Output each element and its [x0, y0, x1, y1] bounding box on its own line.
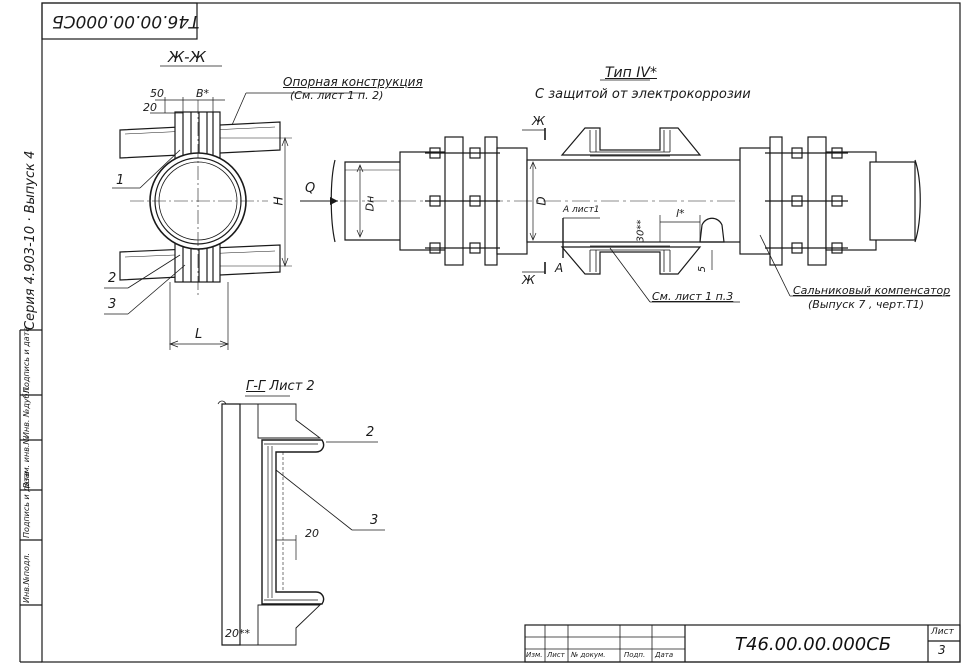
header-code-mirrored: Т46.00.00.000СБ [52, 11, 200, 31]
section-gg-title: Г-Г Лист 2 [246, 380, 315, 393]
header-code-box [41, 2, 198, 40]
dim-20: 20 [143, 101, 157, 114]
title-block-grid [524, 624, 961, 663]
side-field-5: Инв.№подл. [22, 552, 31, 603]
side-field-4: Подпись и дата [22, 471, 31, 538]
tb-col-list: Лист [547, 651, 565, 659]
protection-subtitle: С защитой от электрокоррозии [535, 87, 751, 102]
gg-position-2: 2 [366, 425, 375, 440]
gg-dim-20: 20 [305, 527, 319, 540]
cut-a-label: А [555, 261, 564, 275]
tb-sheet-number: 3 [938, 643, 946, 657]
dim-l-star: l* [676, 207, 685, 220]
dim-b: В* [196, 87, 210, 100]
position-1: 1 [116, 173, 125, 188]
cut-zh-top: Ж [532, 114, 545, 128]
section-zh-drawing [104, 65, 365, 350]
dim-l: L [195, 327, 203, 342]
ref-a-sheet1: А лист1 [563, 205, 600, 215]
position-2: 2 [108, 271, 117, 286]
side-series-label: Серия 4.903-10 · Выпуск 4 [23, 150, 38, 330]
support-ref: (См. лист 1 п. 2) [290, 89, 384, 102]
main-assembly-drawing [300, 79, 950, 303]
d-label: D [534, 196, 549, 206]
section-zh-title: Ж-Ж [168, 48, 206, 66]
dn-label: Dн [363, 195, 377, 212]
section-gg-name: Г-Г [246, 379, 266, 394]
issue-text: Выпуск 4 [23, 150, 38, 214]
frame-border [41, 2, 961, 663]
tb-sheet-label: Лист [931, 627, 954, 637]
compensator-label: Сальниковый компенсатор [793, 284, 951, 297]
cut-zh-bottom: Ж [522, 273, 535, 287]
dim-30: 30** [635, 219, 647, 243]
side-field-1: Подпись и дата [22, 326, 31, 393]
dim-h: Н [271, 196, 286, 206]
see-sheet-ref: См. лист 1 п.3 [652, 290, 734, 303]
support-label: Опорная конструкция [283, 75, 423, 89]
dim-50: 50 [150, 87, 164, 100]
tb-col-izm: Изм. [526, 651, 543, 659]
tb-col-doc: № докум. [571, 651, 606, 659]
position-3: 3 [108, 297, 117, 312]
compensator-ref: (Выпуск 7 , черт.Т1) [808, 298, 925, 311]
gg-position-3: 3 [370, 513, 379, 528]
dim-5: 5 [697, 265, 709, 273]
section-gg-sheet: Лист 2 [269, 379, 315, 394]
tb-col-date: Дата [655, 651, 674, 659]
type-label: Тип IV* [605, 65, 657, 81]
gg-dim-20-star: 20** [225, 627, 250, 640]
series-text: Серия 4.903-10 [23, 225, 38, 330]
tb-col-sign: Подп. [624, 651, 646, 659]
flow-q-label: Q [305, 181, 316, 196]
side-field-2: Инв. №дубл. [22, 385, 31, 438]
section-gg-drawing [217, 395, 385, 646]
tb-drawing-code: Т46.00.00.000СБ [735, 634, 892, 655]
